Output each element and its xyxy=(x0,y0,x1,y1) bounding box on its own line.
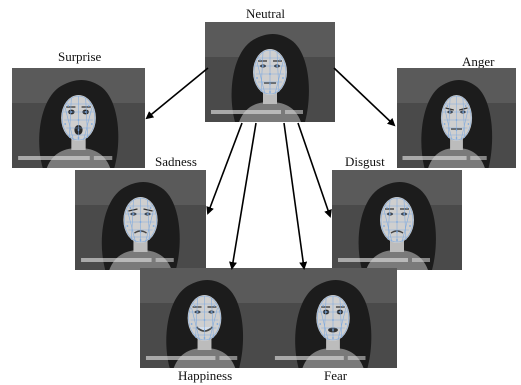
face-photo xyxy=(205,22,335,122)
arrow-to-fear xyxy=(284,123,304,268)
arrow-to-happiness xyxy=(232,123,256,268)
face-image-anger xyxy=(397,68,516,168)
face-image-disgust xyxy=(332,170,462,270)
face-photo xyxy=(397,68,516,168)
face-photo xyxy=(12,68,145,168)
face-image-happiness xyxy=(140,268,269,368)
face-image-sadness xyxy=(75,170,206,270)
arrow-to-anger xyxy=(334,68,394,125)
label-happiness: Happiness xyxy=(178,369,232,383)
face-image-fear xyxy=(269,268,397,368)
face-photo xyxy=(269,268,397,368)
face-image-neutral xyxy=(205,22,335,122)
arrow-to-sadness xyxy=(208,123,242,213)
label-anger: Anger xyxy=(462,55,495,69)
arrow-to-surprise xyxy=(147,68,208,118)
face-photo xyxy=(332,170,462,270)
label-fear: Fear xyxy=(324,369,347,383)
face-photo xyxy=(140,268,269,368)
label-sadness: Sadness xyxy=(155,155,197,169)
face-image-surprise xyxy=(12,68,145,168)
arrow-to-disgust xyxy=(298,123,330,216)
label-surprise: Surprise xyxy=(58,50,101,64)
label-disgust: Disgust xyxy=(345,155,385,169)
label-neutral: Neutral xyxy=(246,7,285,21)
face-photo xyxy=(75,170,206,270)
